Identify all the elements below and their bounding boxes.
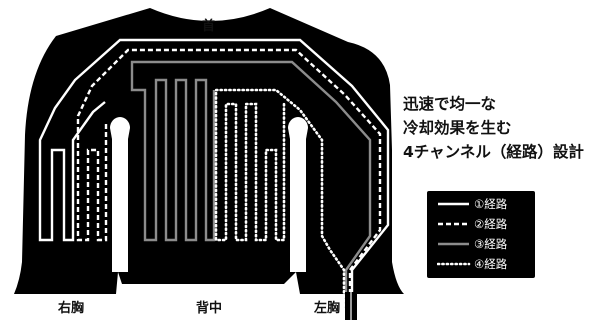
label-back: 背中 [196,301,223,316]
legend-item-route-2: ②経路 [437,215,507,233]
underarm-hole-right [110,117,130,150]
legend-swatch-gray [438,242,469,246]
route-4-dotted [214,88,346,312]
underarm-hole-left [288,117,308,150]
legend-item-route-1: ①経路 [437,195,507,213]
route-2-dashed [76,48,382,310]
legend-item-route-4: ④経路 [437,255,507,273]
headline-line-1: 迅速で均一な [403,95,497,113]
headline-line-3: 4チャンネル（経路）設計 [403,143,584,161]
legend-label-route-3: ③経路 [474,237,508,251]
route-3-gray [130,60,372,310]
panel-gap-left [290,128,306,272]
legend-label-route-4: ④経路 [474,257,508,271]
legend-swatch-dashed [438,222,469,226]
legend-swatch-dotted [437,262,471,266]
legend: ①経路 ②経路 ③経路 ④経路 [427,191,535,278]
legend-label-route-1: ①経路 [474,197,508,211]
vest-outline [14,8,404,294]
route-1-solid [38,38,390,310]
headline: 迅速で均一な 冷却効果を生む 4チャンネル（経路）設計 [403,92,584,164]
label-neck: 首 [202,19,216,34]
legend-item-route-3: ③経路 [437,235,507,253]
legend-label-route-2: ②経路 [474,217,508,231]
label-left-chest: 左胸 [314,301,341,316]
headline-line-2: 冷却効果を生む [403,119,512,137]
legend-swatch-solid [438,202,469,206]
label-right-chest: 右胸 [58,301,85,316]
panel-gap-right [112,128,128,272]
